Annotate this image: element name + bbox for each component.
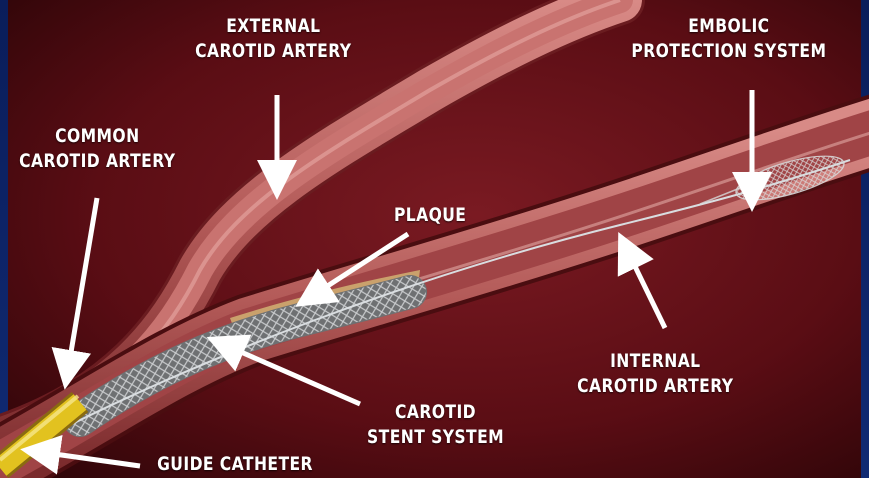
label-guide-catheter: GUIDE CATHETER xyxy=(157,452,313,477)
label-common-carotid-artery: COMMON CAROTID ARTERY xyxy=(19,124,175,174)
label-internal-carotid-artery: INTERNAL CAROTID ARTERY xyxy=(577,349,733,399)
label-external-carotid-artery: EXTERNAL CAROTID ARTERY xyxy=(195,14,351,64)
label-plaque: PLAQUE xyxy=(394,203,466,228)
label-carotid-stent-system: CAROTID STENT SYSTEM xyxy=(367,400,504,450)
label-embolic-protection-system: EMBOLIC PROTECTION SYSTEM xyxy=(631,14,826,64)
